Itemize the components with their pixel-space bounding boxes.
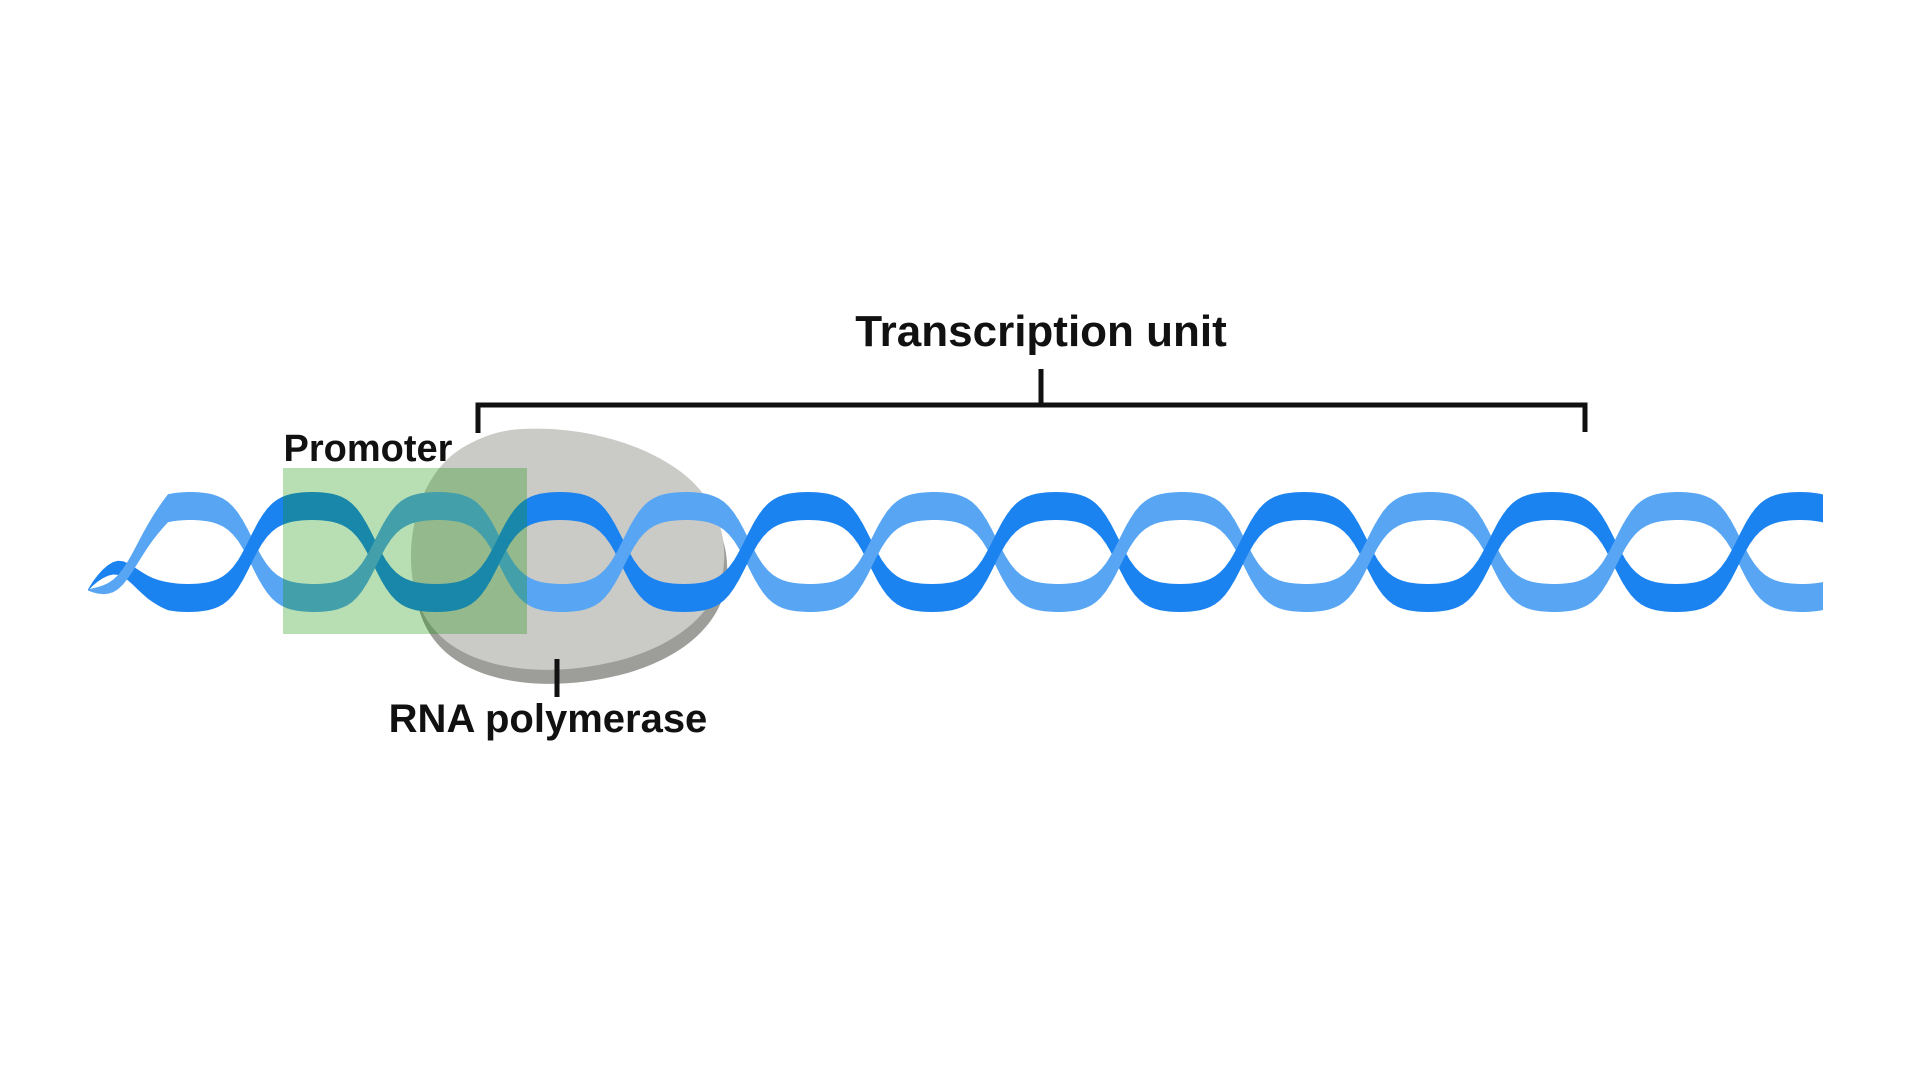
dna-strand-ribbon: [1110, 492, 1252, 585]
transcription-unit-bracket: [475, 369, 1588, 433]
dna-strand-ribbon: [1110, 519, 1252, 612]
dna-strand-ribbon: [490, 492, 632, 585]
dna-strand-ribbon: [1730, 519, 1823, 612]
dna-strand-ribbon: [88, 492, 260, 595]
dna-strand-ribbon: [986, 519, 1128, 612]
dna-strand-ribbon: [366, 492, 508, 585]
dna-strand-ribbon: [986, 492, 1128, 585]
promoter-label: Promoter: [284, 428, 453, 470]
dna-strand-ribbon: [88, 519, 260, 612]
dna-strand-ribbon: [862, 492, 1004, 585]
dna-strand-ribbon: [1358, 492, 1500, 585]
dna-strand-ribbon: [1234, 492, 1376, 585]
rna-polymerase-label: RNA polymerase: [389, 697, 708, 741]
bracket-line: [475, 402, 1588, 433]
promoter-region-highlight: [283, 468, 527, 634]
dna-strand-ribbon: [490, 519, 632, 612]
dna-strand-ribbon: [862, 519, 1004, 612]
dna-strand-ribbon: [1730, 492, 1823, 582]
dna-strand-ribbon: [1482, 492, 1624, 585]
dna-strand-ribbon: [738, 492, 880, 585]
dna-strand-ribbon: [614, 492, 756, 585]
dna-strand-ribbon: [1358, 519, 1500, 612]
dna-strand-ribbon: [1234, 519, 1376, 612]
dna-strand-ribbon: [366, 519, 508, 612]
dna-strand-ribbon: [614, 519, 756, 612]
dna-strand-ribbon: [1482, 519, 1624, 612]
rna-polymerase-body: [410, 428, 725, 670]
dna-strand-ribbon: [1606, 519, 1748, 612]
dna-strand-ribbon: [738, 519, 880, 612]
dna-strand-ribbon: [242, 519, 384, 612]
dna-strand-ribbon: [242, 492, 384, 585]
dna-double-helix: [88, 492, 1823, 612]
transcription-unit-label: Transcription unit: [855, 307, 1227, 356]
dna-strand-ribbon: [1606, 492, 1748, 585]
